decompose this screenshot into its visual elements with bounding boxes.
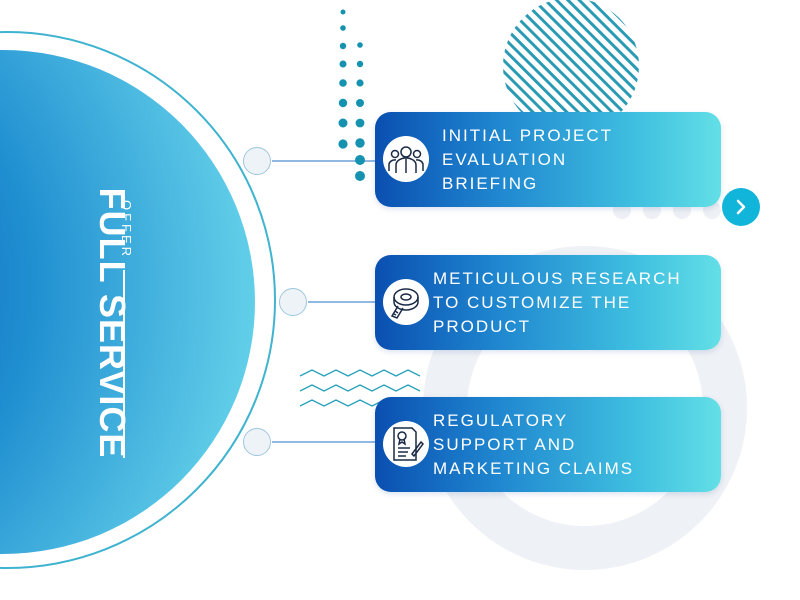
card-3-line-3: MARKETING CLAIMS [433,459,635,478]
card-1-line-1: INITIAL PROJECT [442,126,614,145]
card-3-line-2: SUPPORT AND [433,435,577,454]
next-button[interactable] [722,188,760,226]
document-certificate-icon [383,421,429,467]
striped-circle-decoration [503,0,639,134]
hero-title-block: OFFER FULL SERVICE [62,180,142,480]
card-text-2: METICULOUS RESEARCH TO CUSTOMIZE THE PRO… [433,267,682,339]
card-2-line-1: METICULOUS RESEARCH [433,269,682,288]
card-1-line-3: BRIEFING [442,174,539,193]
team-people-icon [383,136,429,182]
hero-title: FULL SERVICE [92,187,133,459]
hero-circle [0,50,255,554]
measuring-tape-icon [383,279,429,325]
card-3-line-1: REGULATORY [433,411,569,430]
card-text-3: REGULATORY SUPPORT AND MARKETING CLAIMS [433,409,634,481]
connector-node-2 [279,288,307,316]
title-divider [123,270,125,458]
connector-node-1 [243,147,271,175]
card-1-line-2: EVALUATION [442,150,568,169]
card-2-line-3: PRODUCT [433,317,532,336]
service-card-evaluation[interactable]: INITIAL PROJECT EVALUATION BRIEFING [375,112,721,207]
card-text-1: INITIAL PROJECT EVALUATION BRIEFING [442,124,613,196]
dot-pattern-decoration [338,9,365,181]
connector-node-3 [243,428,271,456]
card-2-line-2: TO CUSTOMIZE THE [433,293,632,312]
hero-outer-ring [0,31,276,569]
chevron-right-icon [734,199,748,215]
service-card-regulatory[interactable]: REGULATORY SUPPORT AND MARKETING CLAIMS [375,397,721,492]
service-card-research[interactable]: METICULOUS RESEARCH TO CUSTOMIZE THE PRO… [375,255,721,350]
